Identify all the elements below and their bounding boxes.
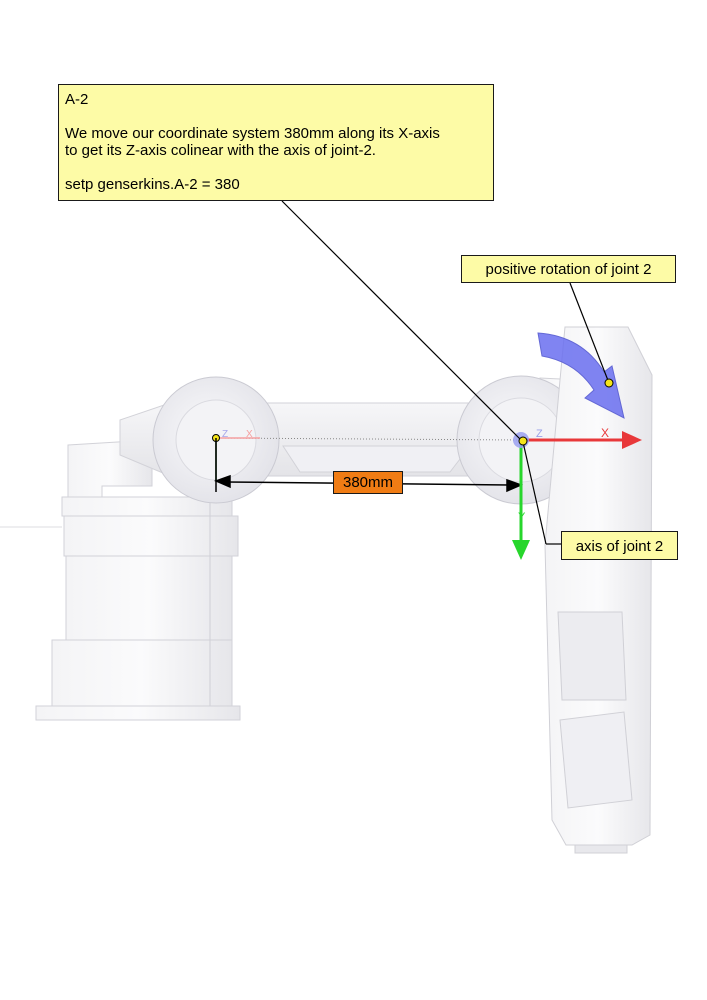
rotation-arrow bbox=[537, 332, 625, 419]
leader-lines bbox=[281, 200, 610, 545]
forearm-link bbox=[544, 326, 653, 854]
frame-1-z-label: Z bbox=[222, 429, 228, 440]
y-axis-arrowhead bbox=[512, 540, 530, 560]
callout-command: setp genserkins.A-2 = 380 bbox=[65, 176, 240, 193]
callout-line-1: We move our coordinate system 380mm alon… bbox=[65, 125, 440, 142]
axis-callout: axis of joint 2 bbox=[561, 531, 678, 560]
joint-2-origin-marker bbox=[518, 436, 528, 446]
callout-line-2: to get its Z-axis colinear with the axis… bbox=[65, 142, 376, 159]
frame-2-x-label: X bbox=[601, 426, 609, 440]
explanation-callout: A-2 We move our coordinate system 380mm … bbox=[58, 84, 494, 201]
rotation-callout-text: positive rotation of joint 2 bbox=[485, 261, 652, 278]
dimension-label: 380mm bbox=[333, 471, 403, 494]
frame-2-y-label: Y bbox=[518, 511, 526, 523]
dimension-label-text: 380mm bbox=[342, 474, 394, 491]
rotation-marker bbox=[604, 378, 614, 388]
frame-1-x-label: X bbox=[246, 429, 253, 440]
robot-base bbox=[0, 439, 241, 721]
frame-2-z-label: Z bbox=[536, 428, 543, 440]
x-axis-arrowhead bbox=[622, 431, 642, 449]
rotation-callout: positive rotation of joint 2 bbox=[461, 255, 676, 283]
axis-callout-text: axis of joint 2 bbox=[575, 538, 664, 555]
callout-title: A-2 bbox=[65, 91, 89, 108]
